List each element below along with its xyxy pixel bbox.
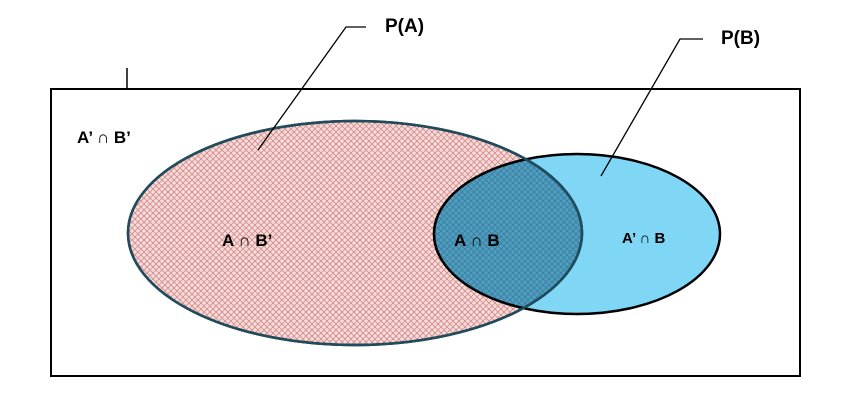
set-a-ellipse — [128, 121, 582, 345]
callout-line-b — [600, 38, 703, 177]
region-label-a-only: A ∩ B’ — [222, 231, 272, 250]
callout-line-a — [257, 26, 366, 151]
region-label-outside-both: A’ ∩ B’ — [77, 128, 131, 147]
overlap-region — [434, 154, 582, 314]
region-label-both: A ∩ B — [454, 231, 500, 250]
set-b-outline — [432, 152, 722, 316]
region-label-b-only: A’ ∩ B — [622, 230, 666, 247]
callout-label-b: P(B) — [721, 28, 760, 49]
callout-label-a: P(A) — [385, 16, 424, 37]
